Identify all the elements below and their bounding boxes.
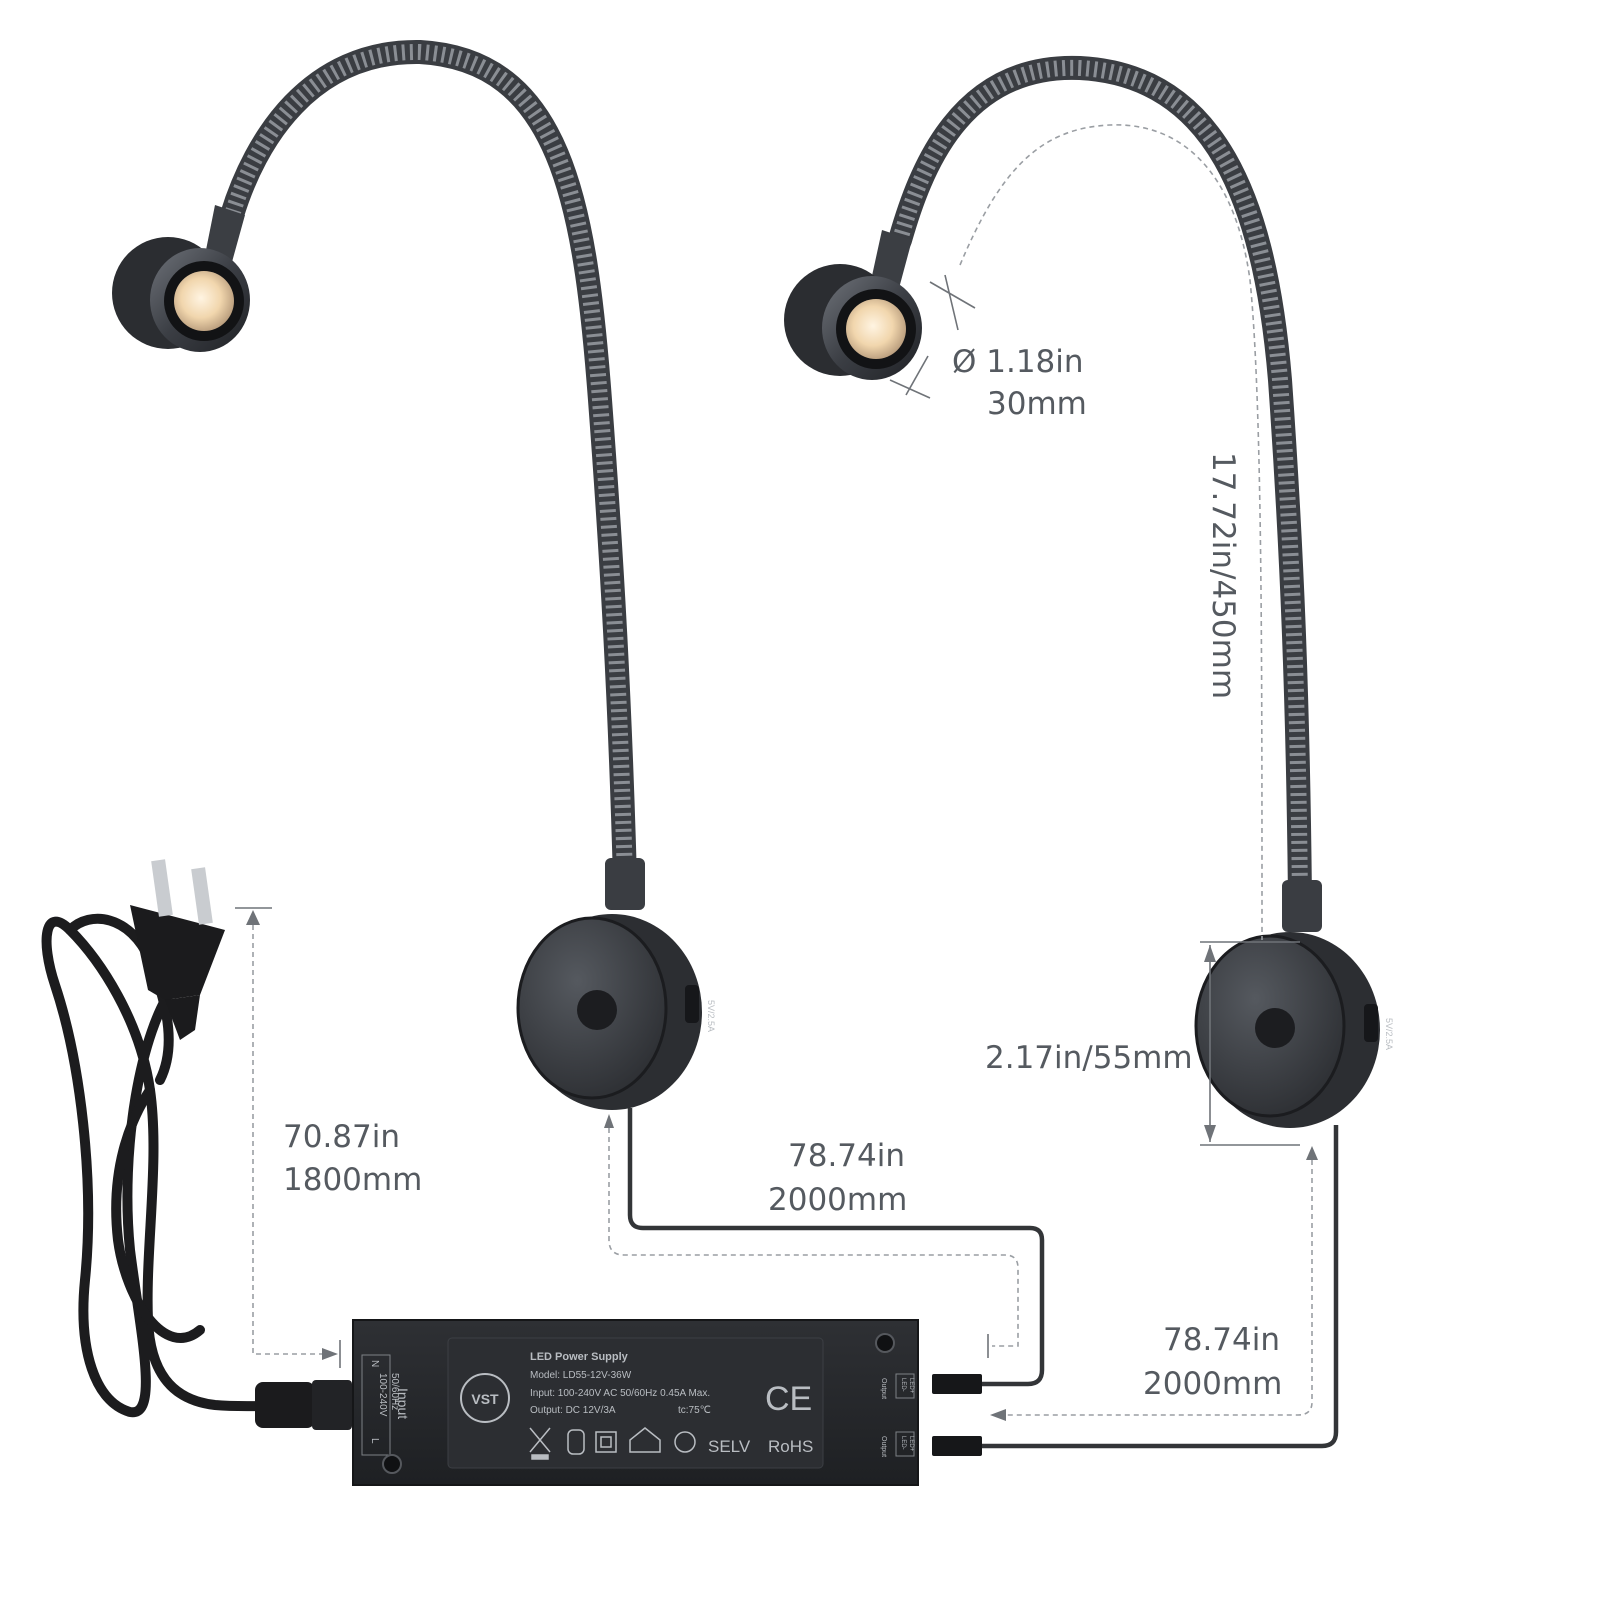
output-port-2[interactable]: Output LED- LED+ xyxy=(880,1431,915,1457)
input-label: Input xyxy=(395,1388,411,1419)
lamp-right-cable-mm: 2000mm xyxy=(1143,1366,1282,1402)
usb-port-right[interactable] xyxy=(1364,1004,1378,1042)
cable-lamp-right xyxy=(980,1125,1339,1449)
lamp-left: 5V/2.5A xyxy=(112,39,716,1110)
output-plug-1 xyxy=(932,1374,982,1394)
base-diameter-dimension xyxy=(1200,941,1300,1146)
gooseneck-left xyxy=(220,39,637,892)
plug-prong-1 xyxy=(151,859,173,917)
led-minus-2: LED- xyxy=(900,1436,906,1450)
lamp-left-cable-in: 78.74in xyxy=(788,1138,905,1174)
psu-title: LED Power Supply xyxy=(530,1351,629,1363)
led-lens-right xyxy=(846,299,906,359)
led-plus-2: LED+ xyxy=(908,1436,914,1452)
lamp-right-cable-dimension xyxy=(990,1146,1318,1421)
power-supply: N 100-240V 50/60Hz L Input VST LED Power… xyxy=(352,1319,919,1486)
head-diameter-mm: 30mm xyxy=(987,386,1087,422)
iec-connector xyxy=(255,1380,352,1430)
ce-mark: CE xyxy=(765,1380,812,1418)
vst-logo xyxy=(460,1373,510,1423)
output-plug-2 xyxy=(932,1436,982,1456)
us-plug xyxy=(130,859,225,1040)
mounting-hole-bottom xyxy=(382,1454,402,1474)
usb-label-right: 5V/2.5A xyxy=(1384,1018,1394,1050)
led-lens-left xyxy=(174,271,234,331)
led-minus-1: LED- xyxy=(900,1378,906,1392)
lamp-base-right: 5V/2.5A xyxy=(1194,932,1394,1128)
output-label-1: Output xyxy=(880,1378,887,1399)
output-port-1[interactable]: Output LED- LED+ xyxy=(880,1373,915,1399)
psu-output: Output: DC 12V/3A xyxy=(530,1405,616,1416)
cable-lamp-left xyxy=(627,1108,1045,1387)
indoor-house-icon xyxy=(629,1427,661,1453)
rohs-mark: RoHS xyxy=(768,1437,813,1456)
head-diameter-in: Ø 1.18in xyxy=(952,344,1084,380)
plug-cord-dimension xyxy=(235,907,341,1368)
gooseneck-length: 17.72in/450mm xyxy=(1205,452,1241,699)
vst-brand: VST xyxy=(471,1391,499,1407)
input-spec-1: 100-240V xyxy=(377,1373,388,1417)
plug-cord-in: 70.87in xyxy=(283,1119,400,1155)
lamp-right: 5V/2.5A xyxy=(784,55,1394,1128)
lamp-head-right xyxy=(784,264,922,380)
lamp-left-cable-dimension xyxy=(604,1114,1019,1358)
psu-model: Model: LD55-12V-36W xyxy=(530,1370,632,1381)
plug-prong-2 xyxy=(191,867,213,925)
n-label: N xyxy=(369,1360,380,1367)
led-plus-1: LED+ xyxy=(908,1378,914,1394)
input-spec-2: 50/60Hz xyxy=(389,1373,400,1410)
touch-button-left[interactable] xyxy=(577,990,617,1030)
touch-button-right[interactable] xyxy=(1255,1008,1295,1048)
output-label-2: Output xyxy=(880,1436,887,1457)
plug-cord-mm: 1800mm xyxy=(283,1162,422,1198)
class-ii-icon xyxy=(567,1429,585,1455)
usb-port-left[interactable] xyxy=(685,985,699,1023)
mounting-hole-top xyxy=(875,1333,895,1353)
certification-icons xyxy=(529,1427,696,1460)
selv-mark: SELV xyxy=(708,1437,751,1456)
lamp-base-left: 5V/2.5A xyxy=(516,914,716,1110)
usb-label-left: 5V/2.5A xyxy=(706,1000,716,1032)
psu-tc: tc:75℃ xyxy=(678,1405,711,1416)
double-square-icon xyxy=(595,1431,617,1453)
lamp-right-cable-in: 78.74in xyxy=(1163,1322,1280,1358)
weee-bin-icon xyxy=(529,1427,551,1453)
psu-input: Input: 100-240V AC 50/60Hz 0.45A Max. xyxy=(530,1388,710,1399)
furniture-mount-icon xyxy=(674,1431,696,1453)
base-diameter: 2.17in/55mm xyxy=(985,1040,1193,1076)
lamp-left-cable-mm: 2000mm xyxy=(768,1182,907,1218)
lamp-head-left xyxy=(112,237,250,352)
head-diameter-dimension xyxy=(889,274,976,399)
l-label: L xyxy=(369,1438,380,1444)
